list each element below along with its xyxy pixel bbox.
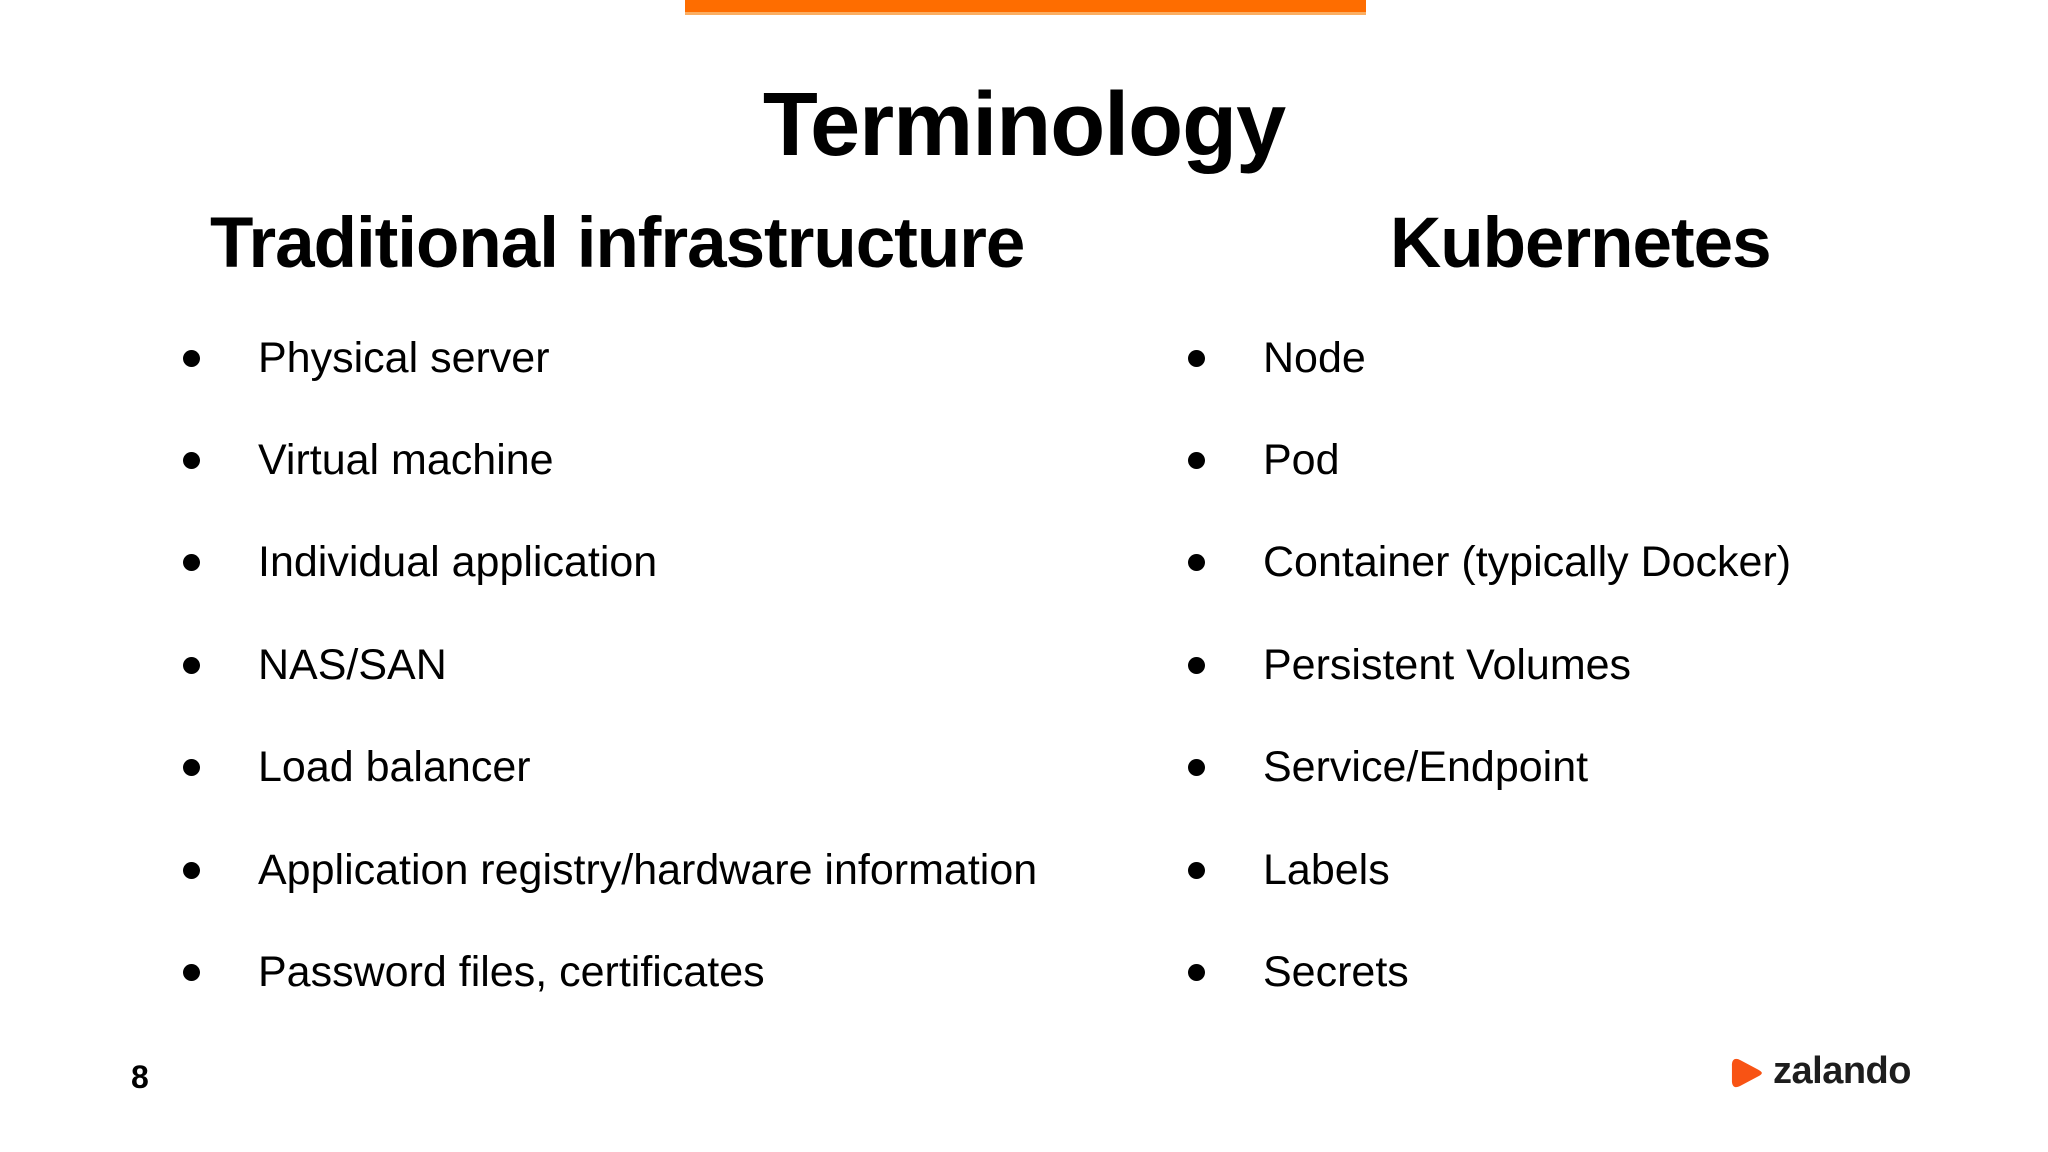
list-item: Individual application: [183, 512, 1037, 614]
zalando-logo: zalando: [1727, 1050, 1911, 1092]
bullet-icon: [1188, 554, 1205, 572]
column-header-kubernetes: Kubernetes: [1390, 204, 1772, 283]
accent-bar: [685, 0, 1366, 15]
bullet-icon: [183, 964, 200, 982]
bullet-icon: [183, 554, 200, 572]
bullet-icon: [183, 349, 200, 367]
bullet-icon: [1188, 452, 1205, 470]
list-item-label: Individual application: [258, 538, 658, 587]
list-item-label: Service/Endpoint: [1263, 743, 1589, 792]
list-item-label: Virtual machine: [258, 436, 554, 485]
list-item-label: Secrets: [1263, 948, 1409, 997]
list-item: Virtual machine: [183, 409, 1037, 511]
traditional-infrastructure-list: Physical server Virtual machine Individu…: [183, 307, 1037, 1024]
list-item-label: Password files, certificates: [258, 948, 765, 997]
zalando-logo-icon: [1731, 1058, 1762, 1088]
bullet-icon: [183, 759, 200, 777]
list-item-label: Node: [1263, 333, 1366, 382]
bullet-icon: [1188, 656, 1205, 674]
bullet-icon: [1188, 759, 1205, 777]
bullet-icon: [1188, 349, 1205, 367]
bullet-icon: [183, 452, 200, 470]
bullet-icon: [183, 861, 200, 879]
list-item: Physical server: [183, 307, 1037, 409]
list-item: Service/Endpoint: [1188, 717, 1791, 819]
list-item: Load balancer: [183, 717, 1037, 819]
list-item: Node: [1188, 307, 1791, 409]
kubernetes-list: Node Pod Container (typically Docker) Pe…: [1188, 307, 1791, 1024]
list-item-label: Persistent Volumes: [1263, 640, 1632, 689]
bullet-icon: [1188, 861, 1205, 879]
bullet-icon: [183, 656, 200, 674]
list-item-label: Labels: [1263, 845, 1390, 894]
list-item: Container (typically Docker): [1188, 512, 1791, 614]
bullet-icon: [1188, 964, 1205, 982]
list-item-label: Pod: [1263, 436, 1340, 485]
list-item-label: Application registry/hardware informatio…: [258, 845, 1038, 894]
list-item: Labels: [1188, 819, 1791, 921]
list-item-label: Load balancer: [258, 743, 531, 792]
list-item: Persistent Volumes: [1188, 614, 1791, 716]
list-item-label: NAS/SAN: [258, 640, 447, 689]
slide-title: Terminology: [762, 75, 1286, 175]
page-number: 8: [131, 1059, 149, 1095]
zalando-logo-wordmark: zalando: [1773, 1050, 1911, 1092]
list-item: Application registry/hardware informatio…: [183, 819, 1037, 921]
list-item-label: Container (typically Docker): [1263, 538, 1792, 587]
column-header-traditional-infrastructure: Traditional infrastructure: [210, 204, 1025, 283]
list-item: NAS/SAN: [183, 614, 1037, 716]
list-item: Pod: [1188, 409, 1791, 511]
list-item: Secrets: [1188, 921, 1791, 1023]
list-item: Password files, certificates: [183, 921, 1037, 1023]
list-item-label: Physical server: [258, 333, 550, 382]
